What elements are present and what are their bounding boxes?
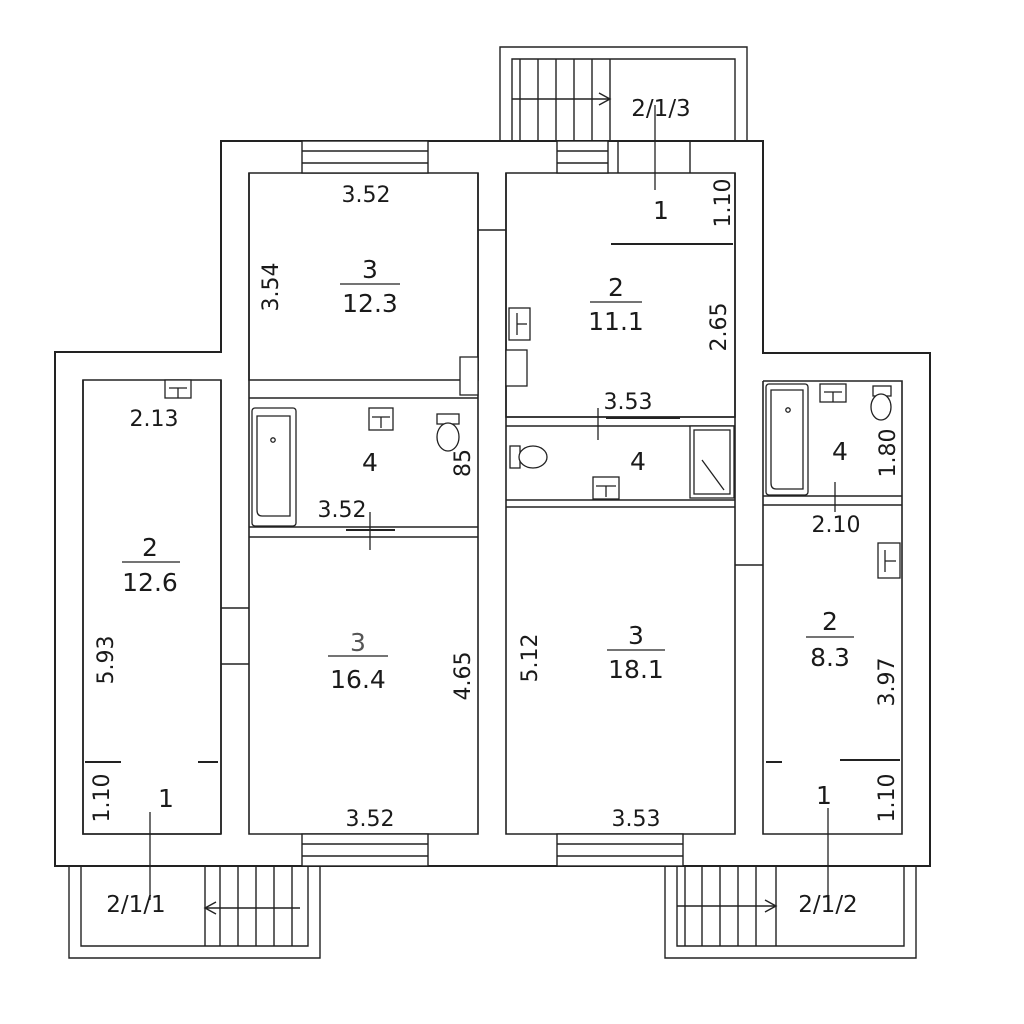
entrance-top-label: 2/1/3 bbox=[631, 96, 690, 122]
stair-right bbox=[664, 866, 917, 959]
fraction-bars bbox=[122, 283, 854, 657]
entrance-left-label: 2/1/1 bbox=[106, 892, 165, 918]
left-dim-top: 2.13 bbox=[130, 407, 179, 432]
right-bath-4-number: 4 bbox=[832, 437, 848, 466]
left-dim-side: 5.93 bbox=[94, 636, 119, 685]
right-room-1-number: 1 bbox=[816, 781, 832, 810]
lower-left-dim-side: 4.65 bbox=[451, 652, 476, 701]
upper-left-dim-side: 3.54 bbox=[259, 263, 284, 312]
upper-right-room-2-area: 11.1 bbox=[588, 307, 644, 336]
upper-left-room-3-area: 12.3 bbox=[342, 289, 398, 318]
right-room-2-area: 8.3 bbox=[810, 643, 850, 672]
left-room-2-number: 2 bbox=[142, 533, 158, 562]
right-dim-corridor: 1.10 bbox=[875, 774, 900, 823]
upper-right-dim-bath-width: 3.53 bbox=[604, 390, 653, 415]
windows bbox=[301, 140, 684, 867]
upper-left-room-3-number: 3 bbox=[362, 255, 378, 284]
upper-right-bath-4-number: 4 bbox=[630, 447, 646, 476]
left-room-2-area: 12.6 bbox=[122, 568, 178, 597]
fixtures bbox=[164, 307, 901, 579]
entrance-right-label: 2/1/2 bbox=[798, 892, 857, 918]
stair-top bbox=[499, 46, 748, 173]
partitions bbox=[85, 243, 900, 763]
lower-right-room-3-number: 3 bbox=[628, 621, 644, 650]
upper-right-room-2-number: 2 bbox=[608, 273, 624, 302]
dimension-labels: 2.13 3.52 3.52 3.52 3.53 3.53 2.10 5.93 … bbox=[90, 179, 901, 832]
lower-right-dim-side: 5.12 bbox=[518, 634, 543, 683]
leader-lines bbox=[149, 105, 836, 900]
stair-left bbox=[68, 866, 321, 959]
upper-right-dim-hall: 1.10 bbox=[711, 179, 736, 228]
left-room-1-number: 1 bbox=[158, 784, 174, 813]
upper-left-dim-top: 3.52 bbox=[342, 183, 391, 208]
upper-right-dim-side: 2.65 bbox=[707, 303, 732, 352]
lower-right-dim-bottom: 3.53 bbox=[612, 807, 661, 832]
right-room-2-number: 2 bbox=[822, 607, 838, 636]
lower-left-dim-bottom: 3.52 bbox=[346, 807, 395, 832]
lower-right-room-3-area: 18.1 bbox=[608, 655, 664, 684]
left-dim-corridor: 1.10 bbox=[90, 774, 115, 823]
room-labels: 2 12.6 1 3 12.3 4 3 16.4 1 2 11.1 4 3 18… bbox=[122, 196, 850, 813]
lower-left-room-3-area: 16.4 bbox=[330, 665, 386, 694]
upper-left-dim-bath-depth: 85 bbox=[451, 449, 476, 477]
upper-left-dim-bath-width: 3.52 bbox=[318, 498, 367, 523]
lower-left-room-3-number: 3 bbox=[350, 628, 366, 657]
upper-right-room-1-number: 1 bbox=[653, 196, 669, 225]
right-dim-bath-depth: 1.80 bbox=[876, 429, 901, 478]
entrance-labels: 2/1/1 2/1/2 2/1/3 bbox=[106, 96, 857, 918]
upper-left-bath-4-number: 4 bbox=[362, 448, 378, 477]
right-dim-side: 3.97 bbox=[875, 658, 900, 707]
right-dim-bath-width: 2.10 bbox=[812, 513, 861, 538]
